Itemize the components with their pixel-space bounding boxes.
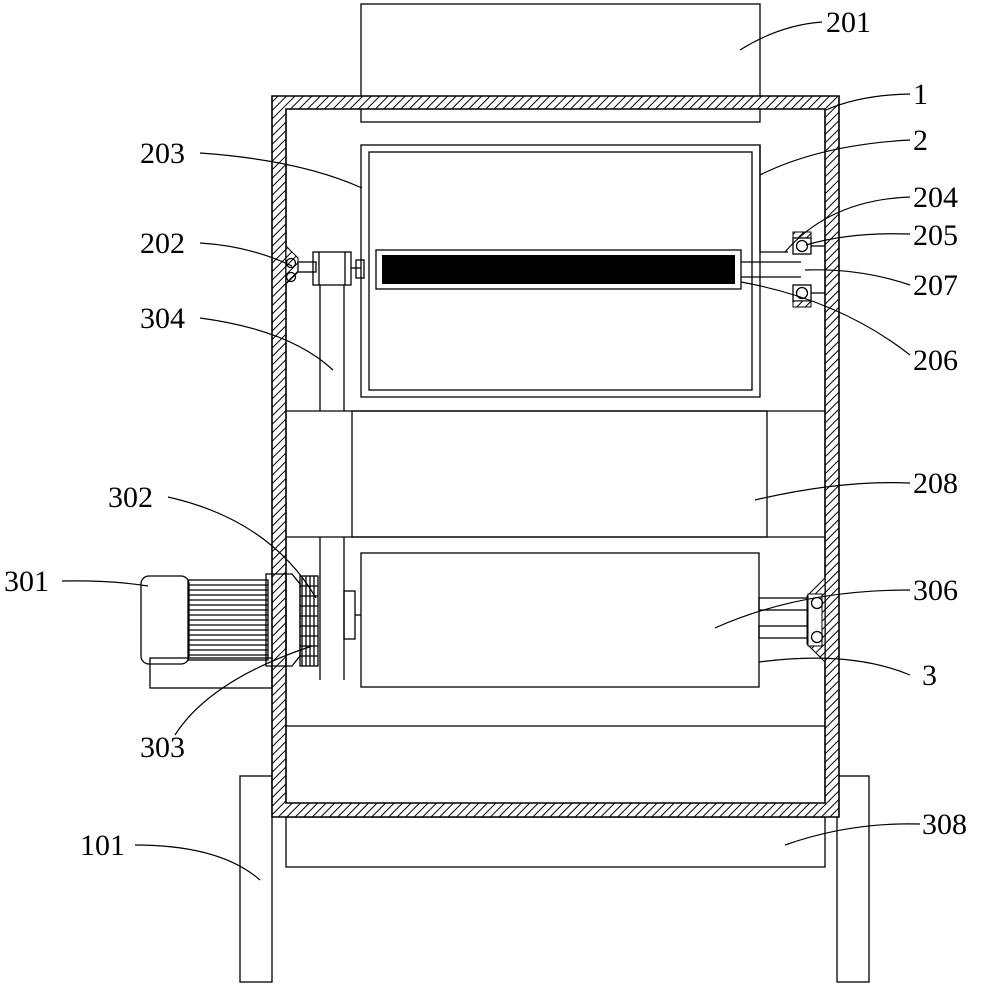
upper-pulley — [313, 252, 351, 285]
label-204: 204 — [913, 181, 958, 214]
housing — [272, 96, 839, 817]
label-202: 202 — [140, 227, 185, 260]
right-shaft — [741, 262, 801, 277]
drive-belt — [320, 285, 344, 548]
screen-plate — [352, 411, 767, 537]
heating-bar — [382, 255, 735, 284]
label-101: 101 — [80, 829, 125, 862]
label-205: 205 — [913, 219, 958, 252]
label-207: 207 — [913, 269, 958, 302]
label-301: 301 — [4, 565, 49, 598]
label-1: 1 — [913, 78, 928, 111]
right-bracket — [760, 145, 788, 252]
leader-lines — [62, 22, 920, 880]
label-304: 304 — [140, 302, 185, 335]
label-3: 3 — [922, 659, 937, 692]
lower-right-shaft-bottom — [759, 626, 813, 638]
label-203: 203 — [140, 137, 185, 170]
label-302: 302 — [108, 481, 153, 514]
label-208: 208 — [913, 467, 958, 500]
lower-pulley — [344, 591, 361, 639]
leg-left — [240, 776, 272, 982]
label-303: 303 — [140, 731, 185, 764]
leg-right — [837, 776, 869, 982]
label-206: 206 — [913, 344, 958, 377]
lower-right-bearing — [807, 578, 825, 662]
part-labels: 201 1 203 2 204 202 205 207 304 206 208 … — [4, 6, 967, 862]
label-2: 2 — [913, 124, 928, 157]
label-308: 308 — [922, 808, 967, 841]
label-201: 201 — [826, 6, 871, 39]
lower-drum — [361, 553, 759, 687]
collection-tray — [286, 817, 825, 867]
upper-axle-collar — [356, 260, 364, 278]
gear-wheel — [300, 576, 318, 666]
left-bearing — [286, 246, 298, 284]
label-306: 306 — [913, 574, 958, 607]
